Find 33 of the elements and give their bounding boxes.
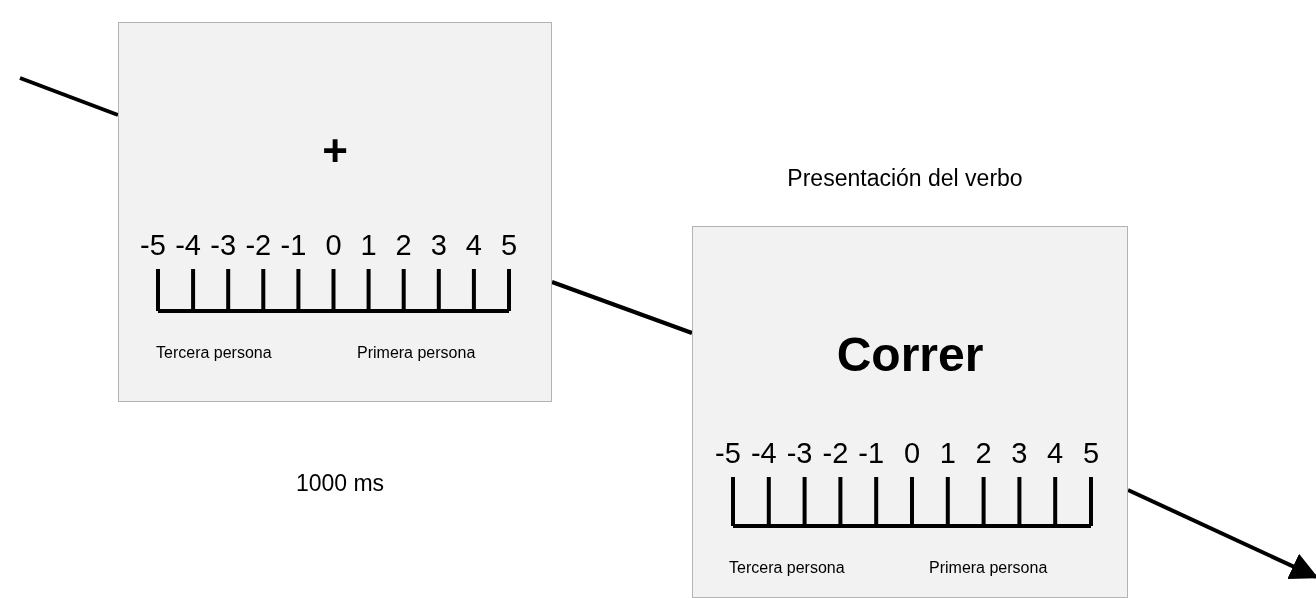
scale-anchor-label: Tercera persona xyxy=(729,560,845,576)
scale-number: 1 xyxy=(938,439,957,468)
scale-number: 5 xyxy=(499,231,519,260)
scale-number: 0 xyxy=(902,439,922,468)
scale-number: -2 xyxy=(244,231,273,260)
screen-caption: 1000 ms xyxy=(295,472,385,495)
scale-number: -5 xyxy=(714,439,742,468)
scale-anchor-label: Tercera persona xyxy=(156,345,272,361)
scale-number: -4 xyxy=(174,231,202,260)
scale-number: 3 xyxy=(429,231,448,260)
scale-number: 5 xyxy=(1081,439,1101,468)
scale-anchor-label: Primera persona xyxy=(357,345,476,361)
scale-number: 0 xyxy=(324,231,343,260)
stimulus-text: Correr xyxy=(835,331,985,379)
timeline-arrow xyxy=(1127,488,1316,580)
scale-number: -5 xyxy=(139,231,167,260)
scale-number: -3 xyxy=(785,439,814,468)
screen-caption: Presentación del verbo xyxy=(787,167,1023,190)
scale-number: -3 xyxy=(209,231,238,260)
scale-number: -1 xyxy=(857,439,886,468)
scale-number: -1 xyxy=(279,231,308,260)
scale-number: 4 xyxy=(464,231,483,260)
stimulus-screen xyxy=(118,22,552,402)
stimulus-text: + xyxy=(321,129,349,173)
scale-number: 1 xyxy=(359,231,378,260)
scale-number: -4 xyxy=(749,439,778,468)
scale-anchor-label: Primera persona xyxy=(929,560,1048,576)
scale-number: 4 xyxy=(1046,439,1065,468)
scale-number: -2 xyxy=(821,439,850,468)
scale-number: 3 xyxy=(1010,439,1029,468)
scale-number: 2 xyxy=(394,231,413,260)
scale-number: 2 xyxy=(974,439,993,468)
stimulus-screen xyxy=(692,226,1128,598)
